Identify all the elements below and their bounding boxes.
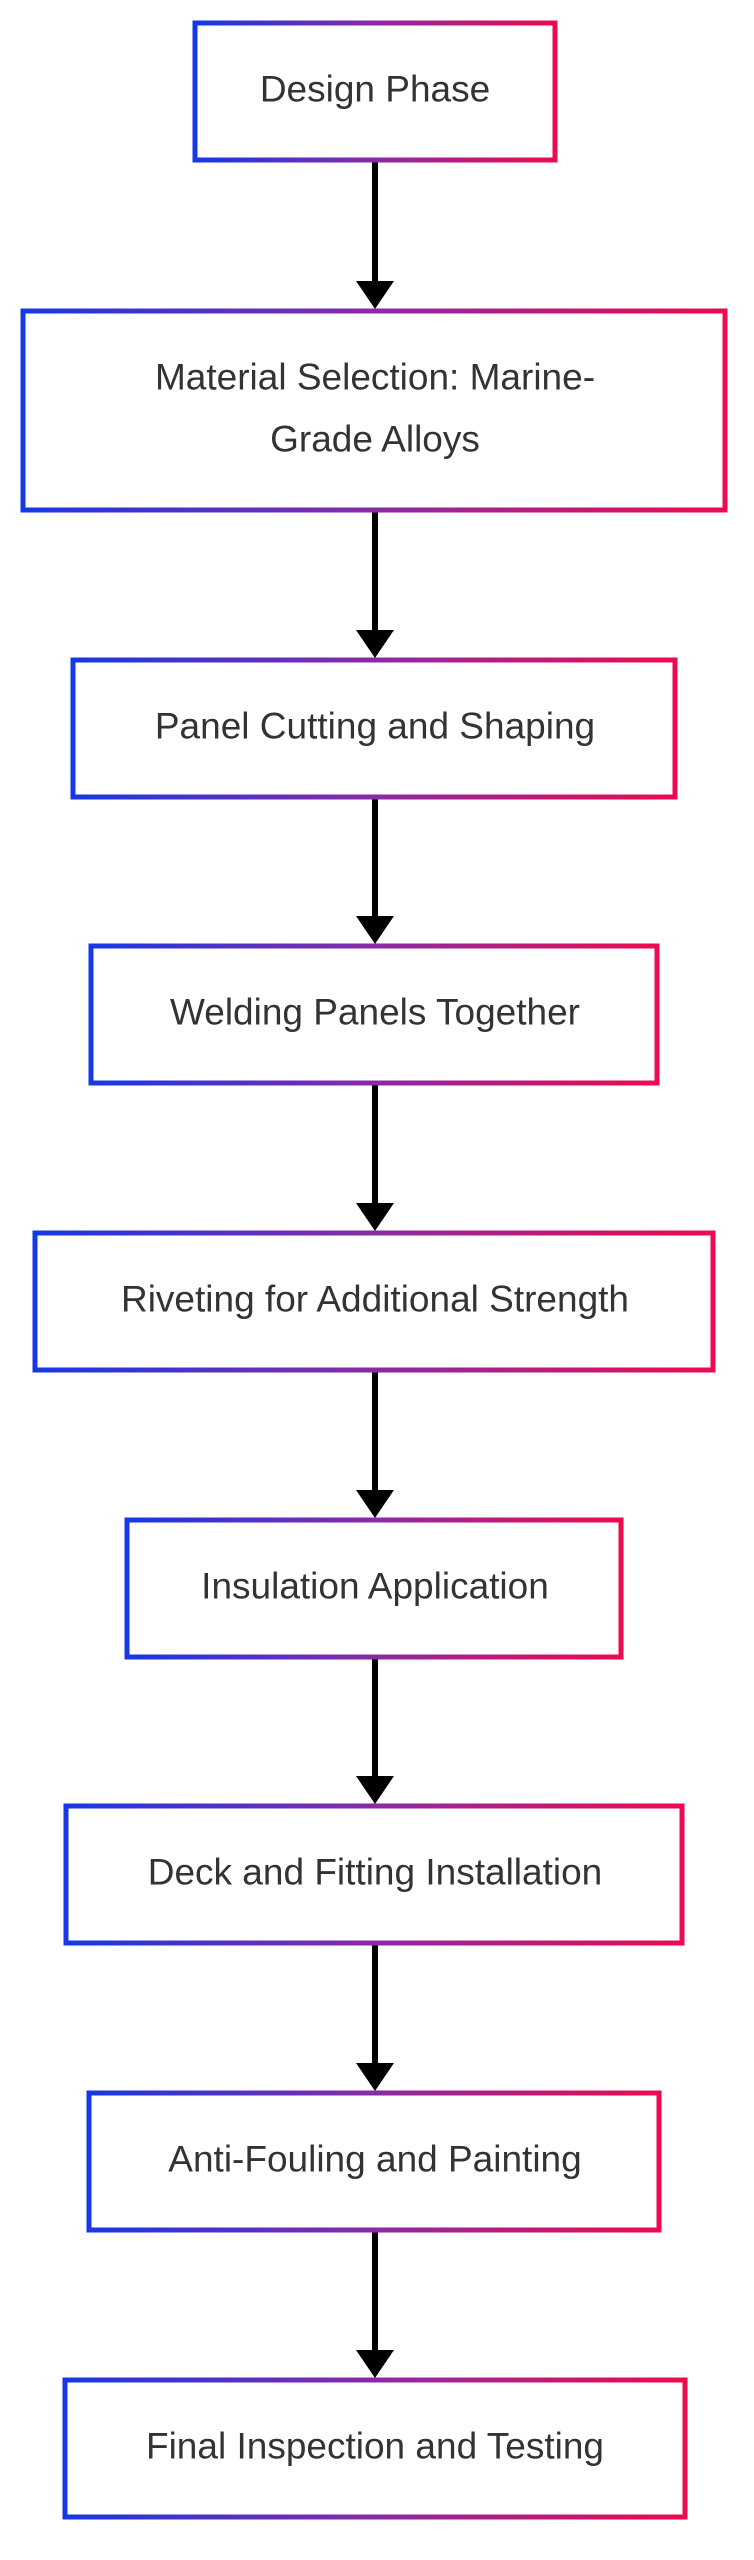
arrow-head-icon <box>356 1203 394 1231</box>
node-label: Panel Cutting and Shaping <box>155 705 595 746</box>
node-label: Design Phase <box>260 68 490 109</box>
flow-arrow-8 <box>356 2230 394 2378</box>
arrow-head-icon <box>356 1490 394 1518</box>
node-label: Insulation Application <box>201 1565 549 1606</box>
arrow-head-icon <box>356 916 394 944</box>
flow-arrow-6 <box>356 1657 394 1804</box>
flow-arrow-4 <box>356 1083 394 1231</box>
arrow-head-icon <box>356 2063 394 2091</box>
node-label: Grade Alloys <box>270 418 480 459</box>
edges-layer <box>356 160 394 2378</box>
node-box <box>63 1803 685 1946</box>
arrow-head-icon <box>356 1776 394 1804</box>
node-box <box>88 943 660 1086</box>
node-label: Anti-Fouling and Painting <box>168 2138 581 2179</box>
flow-arrow-3 <box>356 797 394 944</box>
process-node-3: Panel Cutting and Shaping <box>70 657 678 800</box>
process-node-5: Riveting for Additional Strength <box>32 1230 716 1373</box>
flow-arrow-7 <box>356 1943 394 2091</box>
flow-arrow-1 <box>356 160 394 309</box>
arrow-head-icon <box>356 2350 394 2378</box>
process-node-4: Welding Panels Together <box>88 943 660 1086</box>
node-label: Material Selection: Marine- <box>155 356 595 397</box>
process-node-9: Final Inspection and Testing <box>62 2377 688 2520</box>
node-label: Welding Panels Together <box>170 991 580 1032</box>
node-box <box>86 2090 662 2233</box>
node-label: Deck and Fitting Installation <box>148 1851 603 1892</box>
node-box <box>20 308 728 513</box>
process-node-7: Deck and Fitting Installation <box>63 1803 685 1946</box>
flow-arrow-2 <box>356 510 394 658</box>
flow-arrow-5 <box>356 1370 394 1518</box>
node-box <box>124 1517 624 1660</box>
node-label: Riveting for Additional Strength <box>121 1278 629 1319</box>
process-node-8: Anti-Fouling and Painting <box>86 2090 662 2233</box>
node-label: Final Inspection and Testing <box>146 2425 604 2466</box>
arrow-head-icon <box>356 281 394 309</box>
process-node-6: Insulation Application <box>124 1517 624 1660</box>
process-node-2: Material Selection: Marine- Grade Alloys <box>20 308 728 513</box>
node-box <box>70 657 678 800</box>
process-node-1: Design Phase <box>192 20 558 163</box>
node-box <box>32 1230 716 1373</box>
node-box <box>62 2377 688 2520</box>
node-box <box>192 20 558 163</box>
arrow-head-icon <box>356 630 394 658</box>
